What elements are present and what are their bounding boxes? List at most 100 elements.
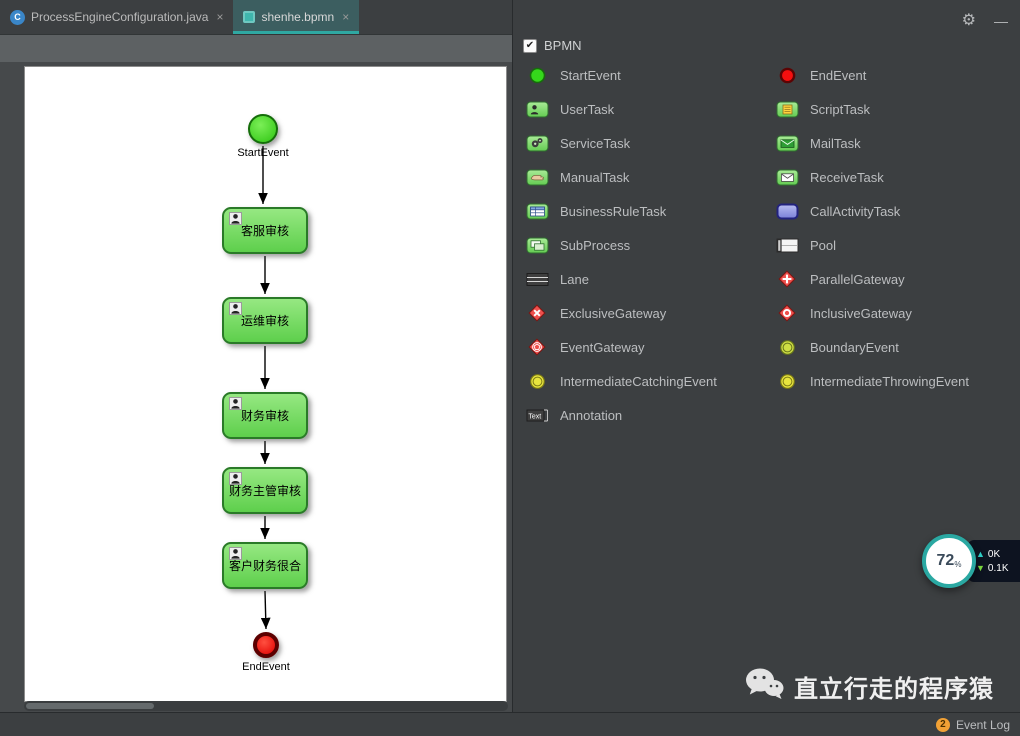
palette-item-mailtask[interactable]: MailTask: [775, 126, 1014, 160]
upload-row: ▲ 0K: [968, 549, 1020, 560]
mail-task-icon: [775, 135, 799, 152]
diagram-node-task-caiwu-zhuguan-shenhe[interactable]: 财务主管审核: [222, 467, 308, 514]
palette-item-lane[interactable]: Lane: [525, 262, 775, 296]
event-log-button[interactable]: 2 Event Log: [935, 713, 1010, 736]
lane-icon: [525, 271, 549, 288]
editor-tab-bar: C ProcessEngineConfiguration.java × shen…: [0, 0, 512, 35]
close-icon[interactable]: ×: [342, 10, 350, 24]
palette-header: ✔ BPMN: [523, 38, 582, 53]
minimize-icon[interactable]: —: [994, 13, 1008, 29]
gear-icon[interactable]: ⚙: [961, 12, 976, 29]
palette-item-subprocess[interactable]: SubProcess: [525, 228, 775, 262]
palette-item-label: ServiceTask: [560, 135, 631, 151]
watermark-text: 直立行走的程序猿: [794, 676, 994, 703]
canvas-area: StartEvent 客服审核运维审核财务审核财务主管审核客户财务很合 EndEve…: [0, 62, 512, 712]
download-arrow-icon: ▼: [976, 563, 985, 573]
diagram-node-task-kefu-shenhe[interactable]: 客服审核: [222, 207, 308, 254]
diagram-node-task-kehu-caiwu[interactable]: 客户财务很合: [222, 542, 308, 589]
palette-item-manualtask[interactable]: ManualTask: [525, 160, 775, 194]
user-icon: [229, 302, 242, 315]
java-class-icon: C: [10, 9, 25, 25]
palette-item-usertask[interactable]: UserTask: [525, 92, 775, 126]
palette-item-inclusivegateway[interactable]: InclusiveGateway: [775, 296, 1014, 330]
check-icon: ✔: [525, 39, 535, 51]
boundary-event-icon: [775, 339, 799, 356]
palette-item-label: CallActivityTask: [810, 203, 901, 219]
tab-processengineconfiguration-java[interactable]: C ProcessEngineConfiguration.java ×: [0, 0, 233, 34]
diagram-node-endevent[interactable]: [253, 632, 279, 658]
inclusive-gateway-icon: [775, 304, 799, 322]
end-event-icon: [775, 67, 799, 84]
download-row: ▼ 0.1K: [968, 563, 1020, 574]
bpmn-checkbox[interactable]: ✔: [523, 38, 537, 53]
palette-item-label: ScriptTask: [810, 101, 870, 117]
annotation-icon: Text: [525, 407, 549, 424]
business-rule-task-icon: [525, 203, 549, 220]
palette-item-intermediatethrowingevent[interactable]: IntermediateThrowingEvent: [775, 364, 1014, 398]
task-label: 财务主管审核: [228, 484, 301, 498]
user-icon: [229, 472, 242, 485]
event-label: EndEvent: [242, 661, 290, 673]
palette-item-label: InclusiveGateway: [810, 305, 912, 321]
task-label: 客服审核: [240, 224, 289, 238]
event-log-label: Event Log: [955, 717, 1010, 732]
intermediate-throwing-event-icon: [775, 373, 799, 390]
user-icon: [229, 547, 242, 560]
horizontal-scrollbar[interactable]: [24, 701, 508, 711]
user-icon: [229, 212, 242, 225]
status-bar: 2 Event Log: [0, 712, 1020, 736]
palette-item-label: SubProcess: [560, 237, 631, 253]
palette-item-callactivitytask[interactable]: CallActivityTask: [775, 194, 1014, 228]
diagram-node-startevent[interactable]: [248, 114, 278, 144]
network-speed-pill: ▲ 0K ▼ 0.1K: [968, 540, 1020, 582]
palette-item-boundaryevent[interactable]: BoundaryEvent: [775, 330, 1014, 364]
palette-item-pool[interactable]: Pool: [775, 228, 1014, 262]
close-icon[interactable]: ×: [216, 10, 224, 24]
notification-badge: 2: [935, 717, 950, 732]
service-task-icon: [525, 135, 549, 152]
svg-text:Text: Text: [528, 413, 541, 420]
diagram-node-task-caiwu-shenhe[interactable]: 财务审核: [222, 392, 308, 439]
diagram-node-task-yunwei-shenhe[interactable]: 运维审核: [222, 297, 308, 344]
palette-item-label: ReceiveTask: [810, 169, 884, 185]
network-monitor-overlay: ▲ 0K ▼ 0.1K 72%: [916, 532, 1020, 590]
wechat-icon: [744, 667, 784, 706]
palette-item-eventgateway[interactable]: EventGateway: [525, 330, 775, 364]
tab-shenhe-bpmn[interactable]: shenhe.bpmn ×: [233, 0, 360, 34]
palette-item-receivetask[interactable]: ReceiveTask: [775, 160, 1014, 194]
palette-item-endevent[interactable]: EndEvent: [775, 58, 1014, 92]
palette-item-exclusivegateway[interactable]: ExclusiveGateway: [525, 296, 775, 330]
scrollbar-thumb[interactable]: [26, 703, 154, 709]
palette-item-label: IntermediateThrowingEvent: [810, 373, 969, 389]
palette-item-scripttask[interactable]: ScriptTask: [775, 92, 1014, 126]
palette-item-label: ParallelGateway: [810, 271, 905, 287]
palette-item-label: ManualTask: [560, 169, 630, 185]
bpmn-file-icon: [243, 11, 256, 23]
upload-speed: 0K: [987, 548, 1001, 560]
palette-item-parallelgateway[interactable]: ParallelGateway: [775, 262, 1014, 296]
percentage-gauge: 72%: [922, 534, 976, 588]
sequence-flow-arrows: [258, 146, 271, 630]
palette-item-label: BoundaryEvent: [810, 339, 899, 355]
event-label: StartEvent: [237, 147, 289, 159]
palette-item-businessruletask[interactable]: BusinessRuleTask: [525, 194, 775, 228]
intermediate-catching-event-icon: [525, 373, 549, 390]
palette-item-label: Lane: [560, 271, 589, 287]
palette-item-intermediatecatchingevent[interactable]: IntermediateCatchingEvent: [525, 364, 775, 398]
event-gateway-icon: [525, 338, 549, 356]
bpmn-canvas[interactable]: StartEvent 客服审核运维审核财务审核财务主管审核客户财务很合 EndEve…: [24, 66, 507, 702]
watermark: 直立行走的程序猿: [744, 667, 994, 706]
palette-item-servicetask[interactable]: ServiceTask: [525, 126, 775, 160]
palette-item-startevent[interactable]: StartEvent: [525, 58, 775, 92]
palette-item-label: MailTask: [810, 135, 861, 151]
upload-arrow-icon: ▲: [976, 549, 985, 559]
palette-item-label: ExclusiveGateway: [560, 305, 667, 321]
task-label: 运维审核: [240, 314, 289, 328]
panel-header-icons: ⚙ —: [962, 13, 1008, 29]
exclusive-gateway-icon: [525, 304, 549, 322]
